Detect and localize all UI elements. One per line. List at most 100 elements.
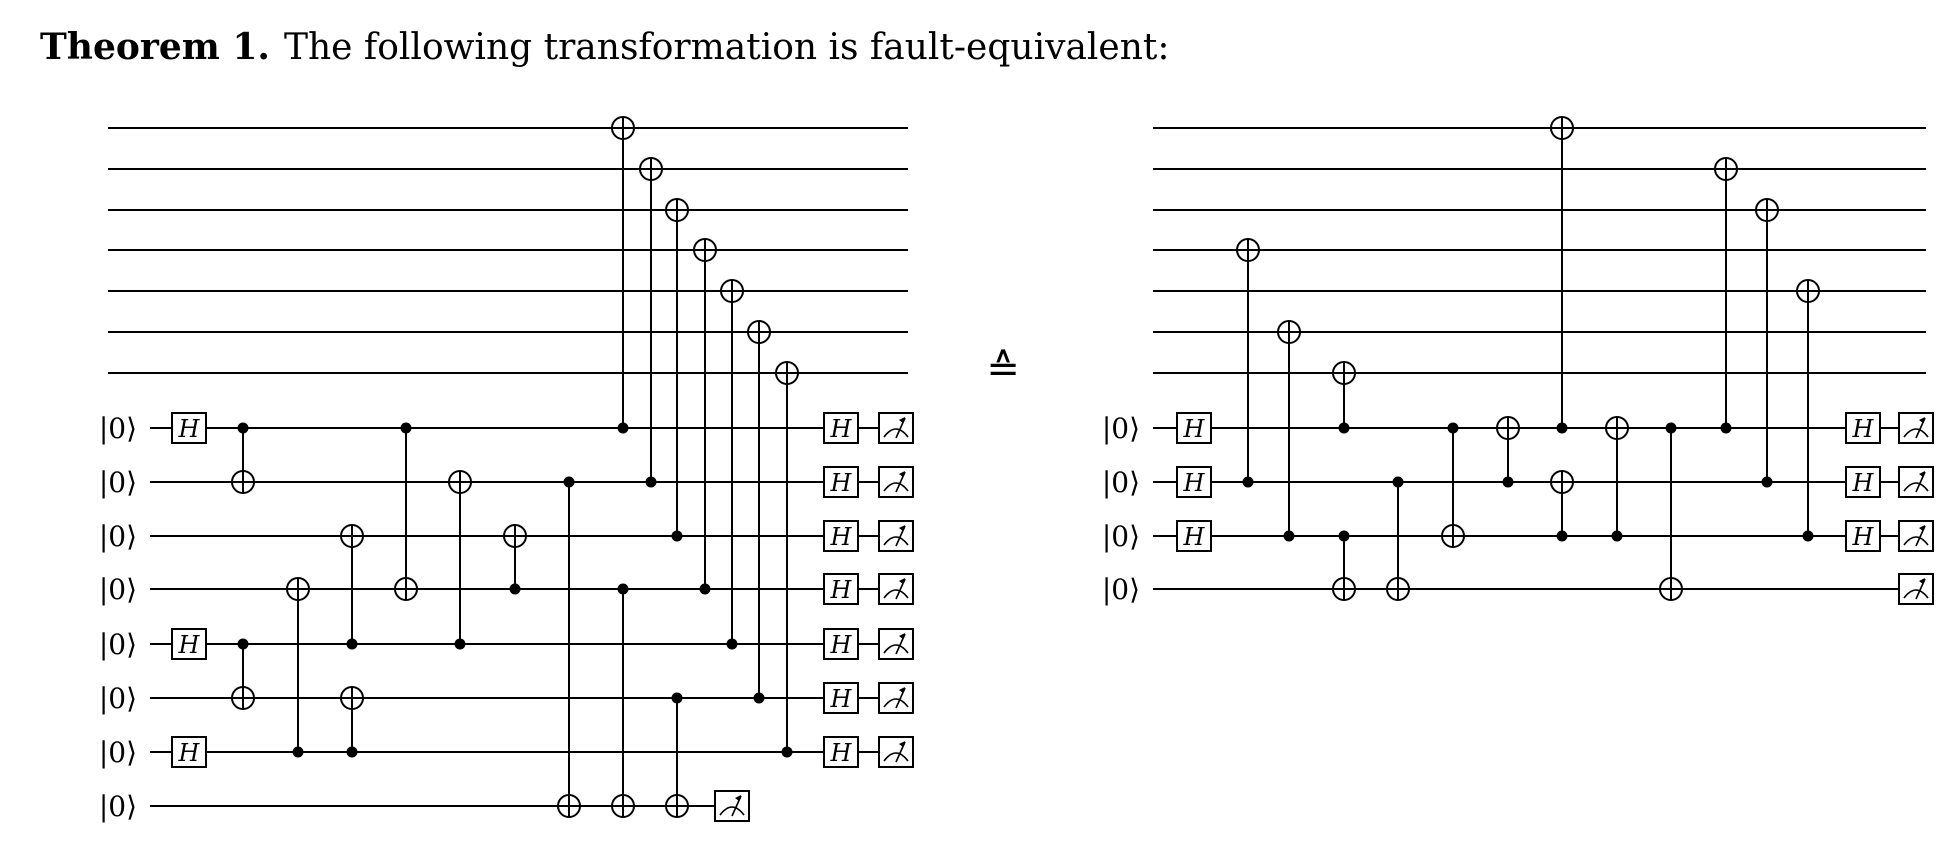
control-dot-icon (1720, 422, 1732, 434)
right-final-hadamard-2-label: H (1852, 523, 1875, 551)
meter-arc (883, 428, 909, 438)
measurement-meter-icon (1898, 466, 1934, 498)
right-ket-label: |0⟩ (1102, 412, 1140, 445)
measurement-meter-icon (878, 736, 914, 768)
right-final-hadamard-1-label: H (1852, 469, 1875, 497)
control-dot-icon (237, 638, 249, 650)
meter-arc (883, 698, 909, 708)
left-final-hadamard-6-box (823, 736, 859, 768)
measurement-meter-icon (878, 628, 914, 660)
left-final-hadamard-3-box (823, 573, 859, 605)
left-final-hadamard-0-box (823, 412, 859, 444)
left-ket-label: |0⟩ (99, 682, 137, 715)
left-final-hadamard-6-label: H (830, 739, 853, 767)
left-initial-hadamard-6-label: H (178, 739, 201, 767)
control-dot-icon (346, 638, 358, 650)
control-dot-icon (346, 746, 358, 758)
left-final-hadamard-4-label: H (830, 631, 853, 659)
control-dot-icon (781, 746, 793, 758)
control-dot-icon (726, 638, 738, 650)
control-dot-icon (617, 422, 629, 434)
right-final-hadamard-1-box (1845, 466, 1881, 498)
meter-arc (1903, 536, 1929, 546)
measurement-meter-icon (878, 682, 914, 714)
control-dot-icon (1556, 422, 1568, 434)
measurement-meter-icon (1898, 412, 1934, 444)
left-ket-label: |0⟩ (99, 412, 137, 445)
left-ket-label: |0⟩ (99, 520, 137, 553)
right-initial-hadamard-0-box (1176, 412, 1212, 444)
measurement-meter-icon (1898, 573, 1934, 605)
measurement-meter-icon (878, 466, 914, 498)
control-dot-icon (645, 476, 657, 488)
control-dot-icon (1283, 530, 1295, 542)
meter-arc (883, 536, 909, 546)
meter-arc (883, 752, 909, 762)
control-dot-icon (1556, 530, 1568, 542)
measurement-meter-icon (714, 790, 750, 822)
control-dot-icon (1242, 476, 1254, 488)
control-dot-icon (237, 422, 249, 434)
meter-arc (883, 482, 909, 492)
right-ket-label: |0⟩ (1102, 466, 1140, 499)
meter-arrowhead (1919, 471, 1925, 477)
right-initial-hadamard-0-label: H (1183, 415, 1206, 443)
meter-arrowhead (1919, 525, 1925, 531)
control-dot-icon (1502, 476, 1514, 488)
left-ket-label: |0⟩ (99, 628, 137, 661)
left-final-hadamard-2-label: H (830, 523, 853, 551)
left-initial-hadamard-0-box (171, 412, 207, 444)
left-final-hadamard-3-label: H (830, 576, 853, 604)
meter-arc (1903, 482, 1929, 492)
right-initial-hadamard-2-label: H (1183, 523, 1206, 551)
control-dot-icon (671, 530, 683, 542)
theorem-label: Theorem 1. (40, 26, 270, 68)
meter-arrowhead (899, 417, 905, 423)
left-initial-hadamard-4-label: H (178, 631, 201, 659)
left-final-hadamard-2-box (823, 520, 859, 552)
meter-arrowhead (899, 525, 905, 531)
control-dot-icon (509, 583, 521, 595)
meter-arrowhead (899, 741, 905, 747)
control-dot-icon (1665, 422, 1677, 434)
control-dot-icon (563, 476, 575, 488)
measurement-meter-icon (1898, 520, 1934, 552)
right-final-hadamard-0-box (1845, 412, 1881, 444)
right-ket-label: |0⟩ (1102, 520, 1140, 553)
right-final-hadamard-2-box (1845, 520, 1881, 552)
control-dot-icon (1761, 476, 1773, 488)
meter-arrowhead (1919, 578, 1925, 584)
meter-arrowhead (899, 687, 905, 693)
left-ket-label: |0⟩ (99, 790, 137, 823)
control-dot-icon (400, 422, 412, 434)
left-ket-label: |0⟩ (99, 466, 137, 499)
left-initial-hadamard-6-box (171, 736, 207, 768)
right-initial-hadamard-1-label: H (1183, 469, 1206, 497)
meter-arrowhead (899, 633, 905, 639)
measurement-meter-icon (878, 412, 914, 444)
left-initial-hadamard-4-box (171, 628, 207, 660)
control-dot-icon (699, 583, 711, 595)
left-ket-label: |0⟩ (99, 736, 137, 769)
right-final-hadamard-0-label: H (1852, 415, 1875, 443)
meter-arc (719, 806, 745, 816)
control-dot-icon (753, 692, 765, 704)
meter-arrowhead (899, 471, 905, 477)
meter-arc (1903, 589, 1929, 599)
control-dot-icon (1802, 530, 1814, 542)
control-dot-icon (292, 746, 304, 758)
meter-arc (1903, 428, 1929, 438)
left-final-hadamard-5-label: H (830, 685, 853, 713)
left-final-hadamard-0-label: H (830, 415, 853, 443)
left-final-hadamard-1-label: H (830, 469, 853, 497)
right-ket-label: |0⟩ (1102, 573, 1140, 606)
control-dot-icon (1338, 530, 1350, 542)
meter-arc (883, 644, 909, 654)
control-dot-icon (1611, 530, 1623, 542)
left-final-hadamard-1-box (823, 466, 859, 498)
control-dot-icon (671, 692, 683, 704)
meter-arrowhead (1919, 417, 1925, 423)
